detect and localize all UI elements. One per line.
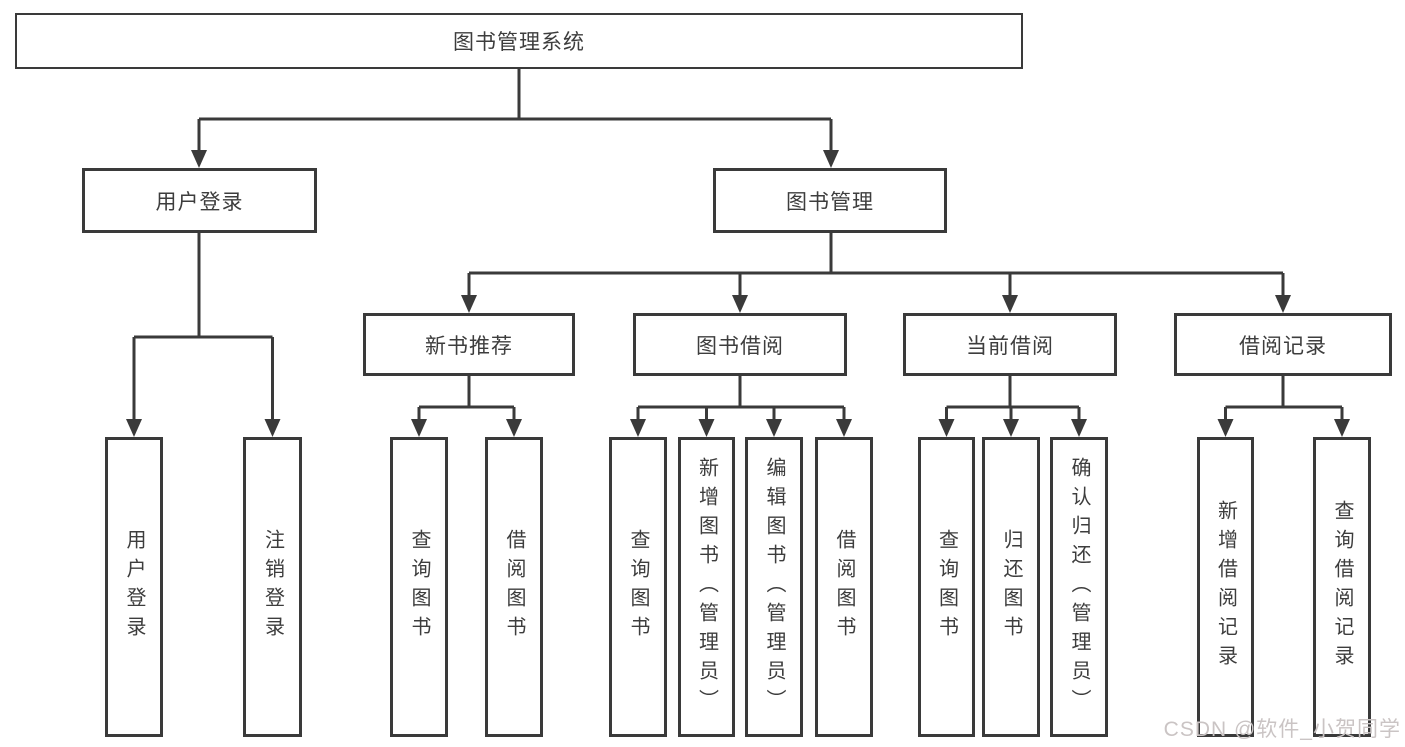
- node-book-borrowing: 图书借阅: [633, 313, 847, 376]
- leaf-borrow-books: 借阅图书: [815, 437, 873, 737]
- leaf-query-books-recommend-label: 查询图书: [408, 529, 430, 645]
- leaf-logout-label: 注销登录: [261, 529, 284, 645]
- node-current-borrowing: 当前借阅: [903, 313, 1117, 376]
- connector-new-book-recommend-to-leaves: [411, 376, 522, 437]
- connector-book-mgmt-to-level3: [461, 233, 1291, 313]
- node-borrow-records: 借阅记录: [1174, 313, 1392, 376]
- node-user-login-label: 用户登录: [155, 190, 244, 214]
- leaf-query-books-current: 查询图书: [918, 437, 975, 737]
- leaf-borrow-books-label: 借阅图书: [833, 529, 855, 645]
- leaf-query-books-borrowing-label: 查询图书: [627, 529, 649, 645]
- connector-current-borrow-to-leaves: [938, 376, 1087, 437]
- node-root-label: 图书管理系统: [453, 31, 585, 54]
- leaf-query-borrow-record: 查询借阅记录: [1313, 437, 1371, 737]
- watermark: CSDN @软件_小贺同学: [1163, 718, 1401, 741]
- leaf-user-login-label: 用户登录: [123, 529, 145, 645]
- connector-book-borrow-to-leaves: [630, 376, 852, 437]
- node-borrow-records-label: 借阅记录: [1239, 334, 1327, 358]
- leaf-query-books-borrowing: 查询图书: [609, 437, 667, 737]
- leaf-add-books-admin-label: 新增图书（管理员）: [695, 456, 718, 718]
- leaf-add-books-admin: 新增图书（管理员）: [678, 437, 735, 737]
- node-root-library-system: 图书管理系统: [15, 13, 1023, 69]
- node-user-login: 用户登录: [82, 168, 317, 233]
- leaf-add-borrow-record-label: 新增借阅记录: [1214, 500, 1237, 674]
- connector-root-to-level2: [191, 69, 839, 168]
- leaf-query-books-current-label: 查询图书: [935, 529, 958, 645]
- leaf-add-borrow-record: 新增借阅记录: [1197, 437, 1254, 737]
- node-book-borrowing-label: 图书借阅: [696, 334, 784, 358]
- connector-user-login-to-leaves: [126, 233, 281, 437]
- leaf-edit-books-admin: 编辑图书（管理员）: [745, 437, 803, 737]
- node-book-management-label: 图书管理: [786, 190, 874, 214]
- leaf-confirm-return-admin: 确认归还（管理员）: [1050, 437, 1108, 737]
- node-new-book-recommend-label: 新书推荐: [425, 334, 513, 358]
- leaf-query-books-recommend: 查询图书: [390, 437, 448, 737]
- leaf-query-borrow-record-label: 查询借阅记录: [1331, 500, 1353, 674]
- leaf-borrow-books-recommend: 借阅图书: [485, 437, 543, 737]
- leaf-return-books-label: 归还图书: [1000, 529, 1022, 645]
- node-book-management: 图书管理: [713, 168, 947, 233]
- leaf-return-books: 归还图书: [982, 437, 1040, 737]
- node-new-book-recommend: 新书推荐: [363, 313, 575, 376]
- leaf-confirm-return-admin-label: 确认归还（管理员）: [1068, 456, 1090, 718]
- leaf-user-login: 用户登录: [105, 437, 163, 737]
- node-current-borrowing-label: 当前借阅: [966, 334, 1054, 358]
- leaf-logout: 注销登录: [243, 437, 302, 737]
- leaf-edit-books-admin-label: 编辑图书（管理员）: [763, 456, 785, 718]
- leaf-borrow-books-recommend-label: 借阅图书: [503, 529, 525, 645]
- connector-borrow-records-to-leaves: [1217, 376, 1350, 437]
